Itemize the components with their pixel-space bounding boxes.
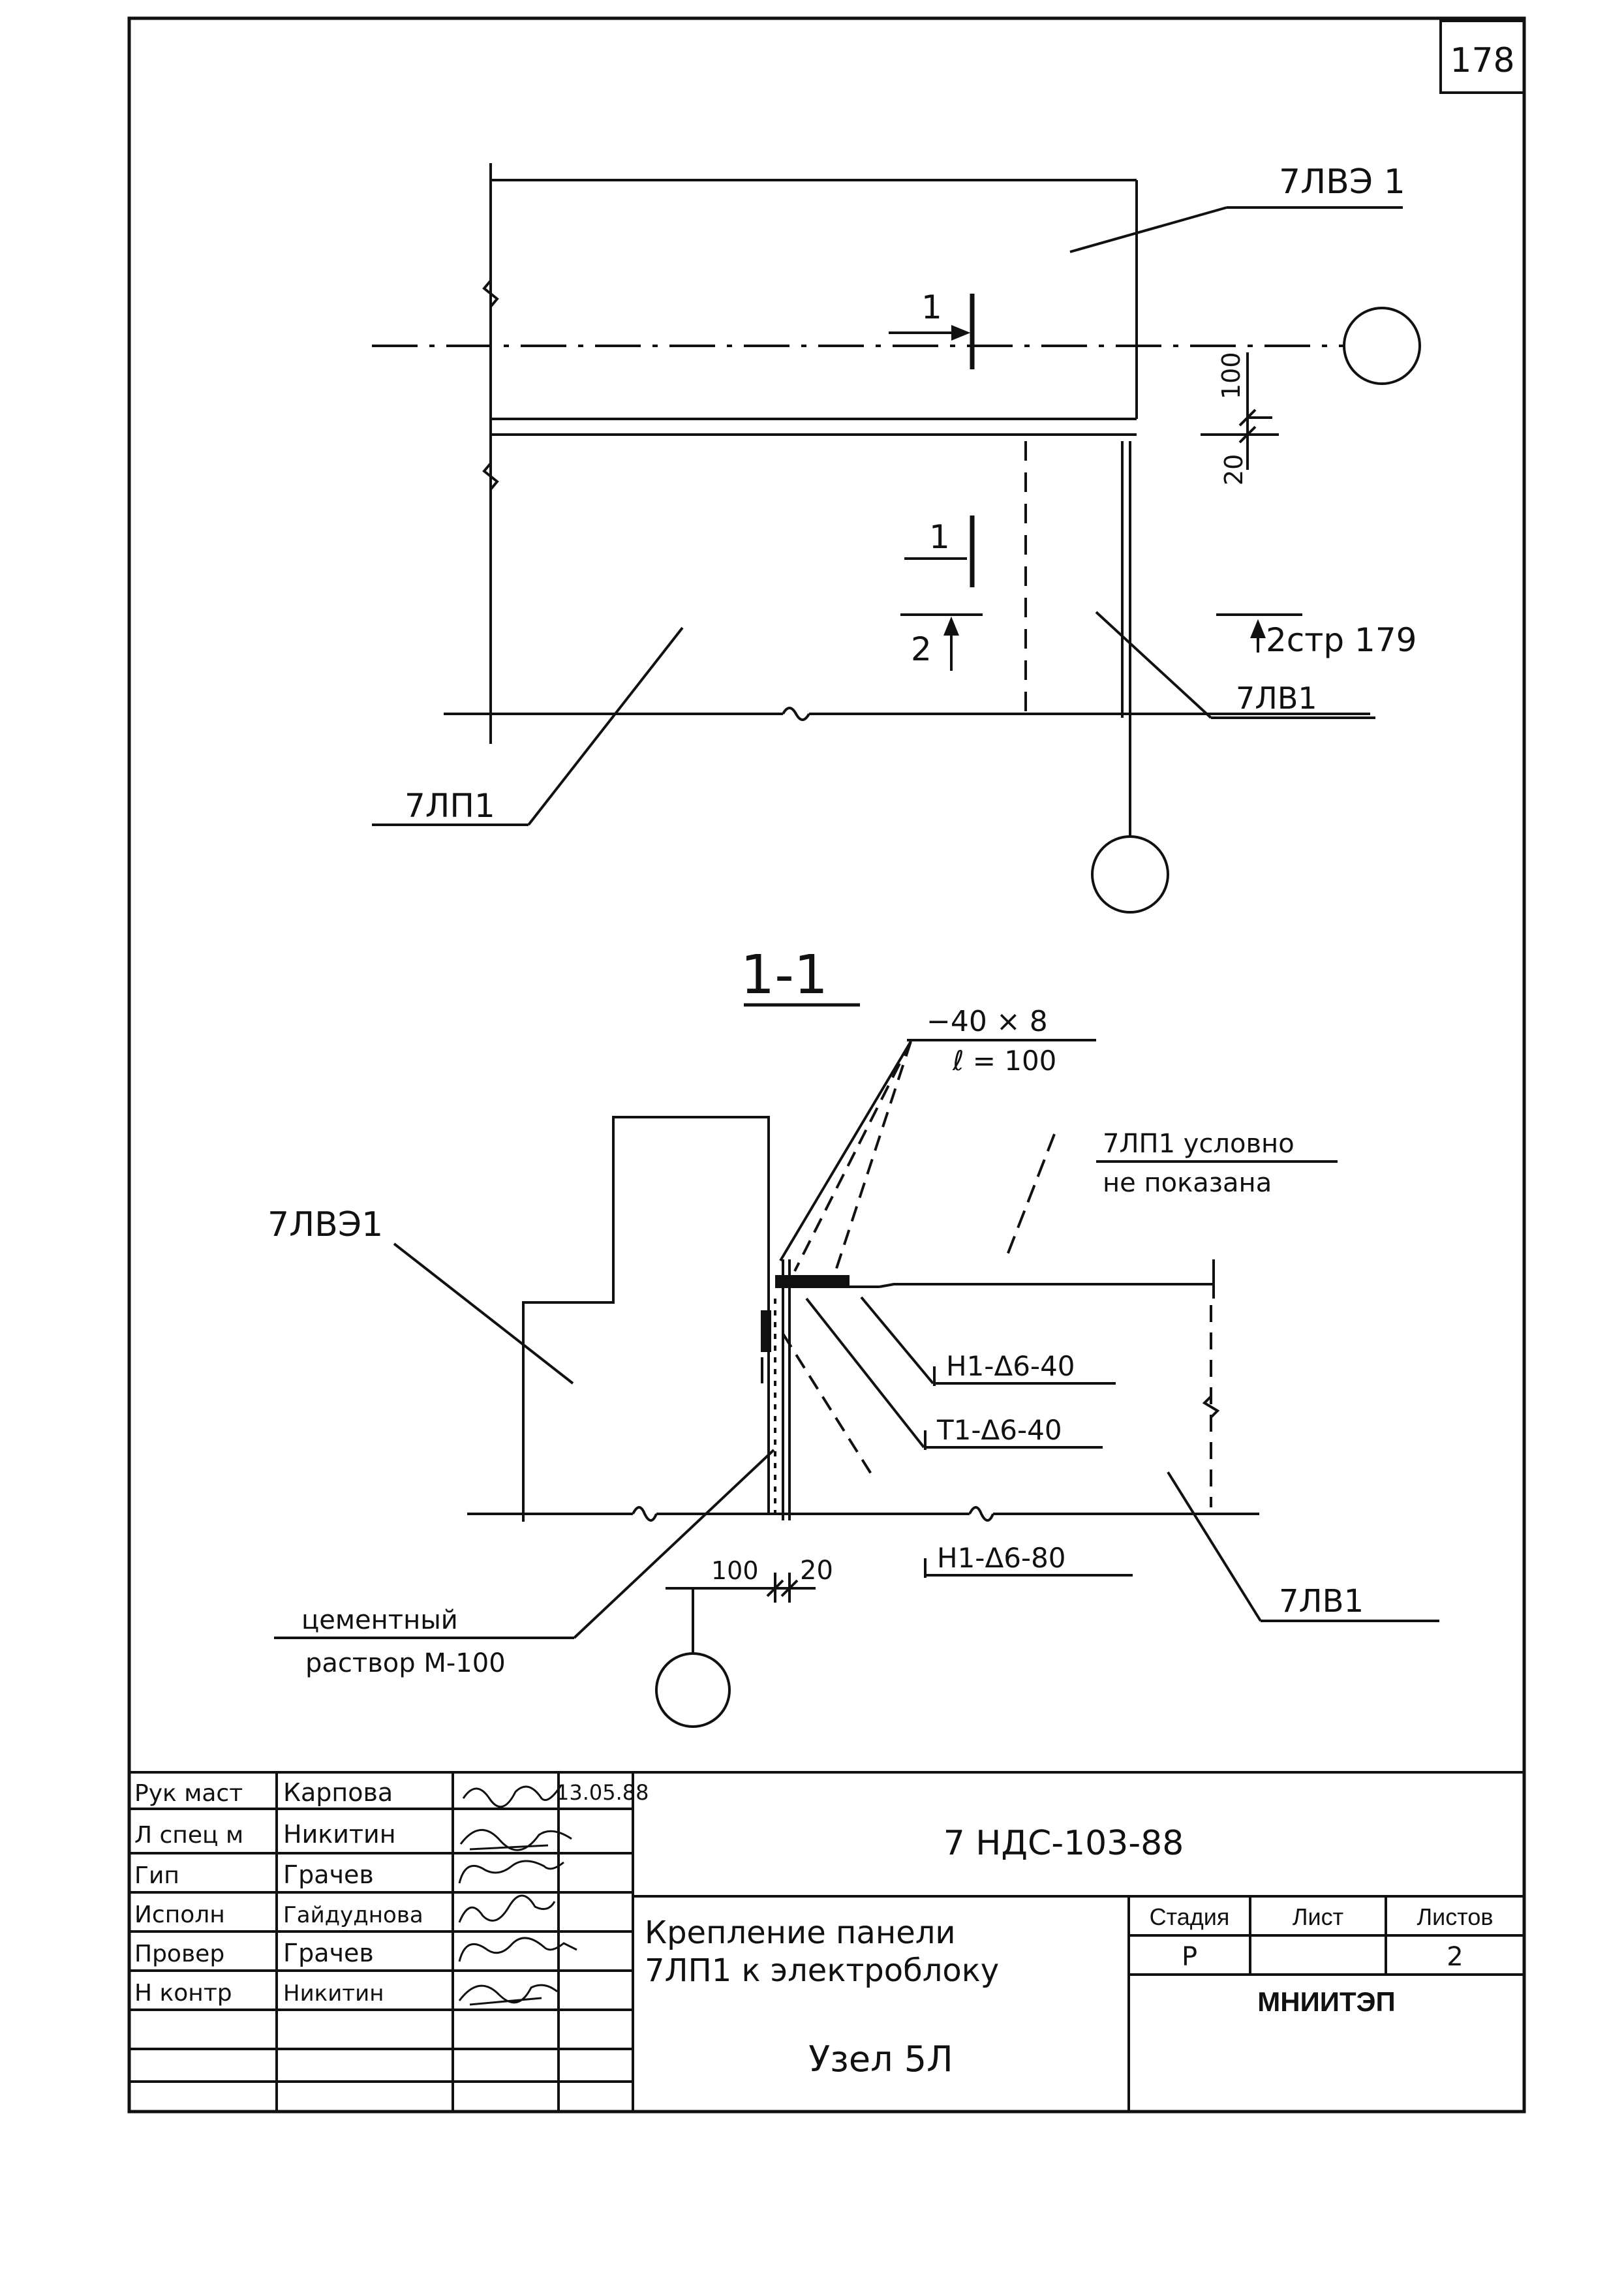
cut-mark-top-arrowhead xyxy=(951,325,971,341)
note-line1: 7ЛП1 условно xyxy=(1103,1129,1295,1159)
note-line2: не показана xyxy=(1103,1168,1272,1198)
weld-3: Н1-Δ6-80 xyxy=(937,1542,1066,1574)
note-leader xyxy=(1005,1133,1056,1259)
section-title: 1-1 xyxy=(741,944,828,1006)
cut-label-mid: 1 xyxy=(929,518,950,556)
plate-leader-1 xyxy=(779,1040,912,1262)
signatures xyxy=(458,1785,577,2006)
plate-leader-3 xyxy=(833,1041,912,1277)
axis-bubble-bottom xyxy=(1091,835,1169,914)
name-3: Грачев xyxy=(283,1860,374,1889)
name-5: Грачев xyxy=(283,1939,374,1967)
name-2: Никитин xyxy=(283,1820,396,1849)
label-section-panel: 7ЛВ1 xyxy=(1279,1583,1364,1620)
leader-panel xyxy=(527,626,684,826)
sheet-number: 178 xyxy=(1450,41,1514,80)
label-panel: 7ЛП1 xyxy=(405,787,495,825)
steel-plate xyxy=(775,1275,850,1288)
weld-2-leader xyxy=(805,1297,925,1449)
cut-label-bottom: 2 xyxy=(911,630,932,668)
cut-label-top: 1 xyxy=(921,288,942,326)
block-profile xyxy=(522,1116,770,1522)
signature-3 xyxy=(458,1860,564,1884)
dim-20: 20 xyxy=(1219,454,1248,485)
label-top-block: 7ЛВЭ 1 xyxy=(1279,162,1405,202)
title-block xyxy=(129,1771,1524,2112)
mortar-line2: раствор М-100 xyxy=(305,1648,506,1678)
sheet-number-box xyxy=(1439,20,1525,94)
stage-value: Р xyxy=(1182,1942,1197,1972)
base-line-break xyxy=(782,707,810,721)
section-base-break-2 xyxy=(968,1506,994,1522)
title-line1: Крепление панели xyxy=(645,1915,956,1951)
section-dim-100: 100 xyxy=(711,1556,759,1585)
section-axis-bubble xyxy=(655,1652,731,1728)
role-3: Гип xyxy=(134,1862,179,1889)
weld-3-leader xyxy=(782,1332,873,1476)
dim-100: 100 xyxy=(1217,352,1246,399)
panel-top-profile xyxy=(879,1283,1214,1288)
role-4: Исполн xyxy=(134,1901,225,1928)
signature-2 xyxy=(459,1829,572,1851)
weld-2: Т1-Δ6-40 xyxy=(936,1414,1062,1446)
role-5: Провер xyxy=(134,1941,224,1967)
weld-1: Н1-Δ6-40 xyxy=(946,1350,1075,1382)
col-sheets: Листов xyxy=(1417,1903,1494,1930)
ref-mark-arrowhead xyxy=(1250,619,1266,638)
weld-1-leader xyxy=(860,1296,934,1385)
plate-length: ℓ = 100 xyxy=(952,1045,1056,1077)
dim-slash-1 xyxy=(1238,408,1257,427)
break-mark-lower xyxy=(482,462,499,491)
axis-bubble-right xyxy=(1343,307,1421,385)
col-sheet: Лист xyxy=(1293,1903,1343,1930)
signature-1 xyxy=(462,1785,562,1808)
role-2: Л спец м xyxy=(134,1822,243,1849)
section-dim-slash-2 xyxy=(780,1579,799,1597)
section-base-break-1 xyxy=(632,1506,658,1522)
label-right-panel: 7ЛВ1 xyxy=(1236,681,1317,716)
cut-mark-bottom-arrowhead xyxy=(943,616,959,636)
role-1: Рук маст xyxy=(134,1780,243,1807)
block-leader xyxy=(393,1242,574,1385)
mortar-leader xyxy=(573,1449,775,1639)
name-6: Никитин xyxy=(283,1980,384,2007)
label-block: 7ЛВЭ1 xyxy=(268,1205,383,1244)
sheets-value: 2 xyxy=(1447,1942,1463,1972)
signature-6 xyxy=(458,1984,558,2006)
panel-extent-break xyxy=(1202,1395,1220,1419)
role-6: Н контр xyxy=(134,1980,232,2007)
plate-spec: −40 × 8 xyxy=(927,1005,1048,1038)
plan-view xyxy=(372,163,1421,914)
break-mark-upper xyxy=(482,279,499,308)
organization: МНИИТЭП xyxy=(1257,1986,1395,2017)
name-1: Карпова xyxy=(283,1778,393,1807)
name-4: Гайдуднова xyxy=(283,1902,423,1928)
embedded-part xyxy=(761,1310,771,1352)
signature-5 xyxy=(458,1937,577,1962)
plate-leader-2 xyxy=(793,1041,912,1272)
section-dim-20: 20 xyxy=(800,1556,833,1586)
section-dim-slash-1 xyxy=(766,1579,784,1597)
sheet-frame xyxy=(127,16,1526,2114)
document-code: 7 НДС-103-88 xyxy=(943,1824,1184,1863)
panel-leader xyxy=(1167,1471,1262,1622)
approval-date: 13.05.88 xyxy=(556,1780,649,1805)
title-line2: 7ЛП1 к электроблоку xyxy=(645,1952,999,1989)
mortar-line1: цементный xyxy=(301,1605,458,1635)
signature-4 xyxy=(458,1894,556,1923)
ref-label: 2стр 179 xyxy=(1266,621,1417,659)
dim-slash-2 xyxy=(1238,425,1257,444)
leader-top-block xyxy=(1069,206,1227,253)
node-label: Узел 5Л xyxy=(808,2039,953,2080)
leader-right-panel xyxy=(1095,611,1212,719)
section-view xyxy=(274,1039,1439,1728)
col-stage: Стадия xyxy=(1150,1903,1230,1930)
